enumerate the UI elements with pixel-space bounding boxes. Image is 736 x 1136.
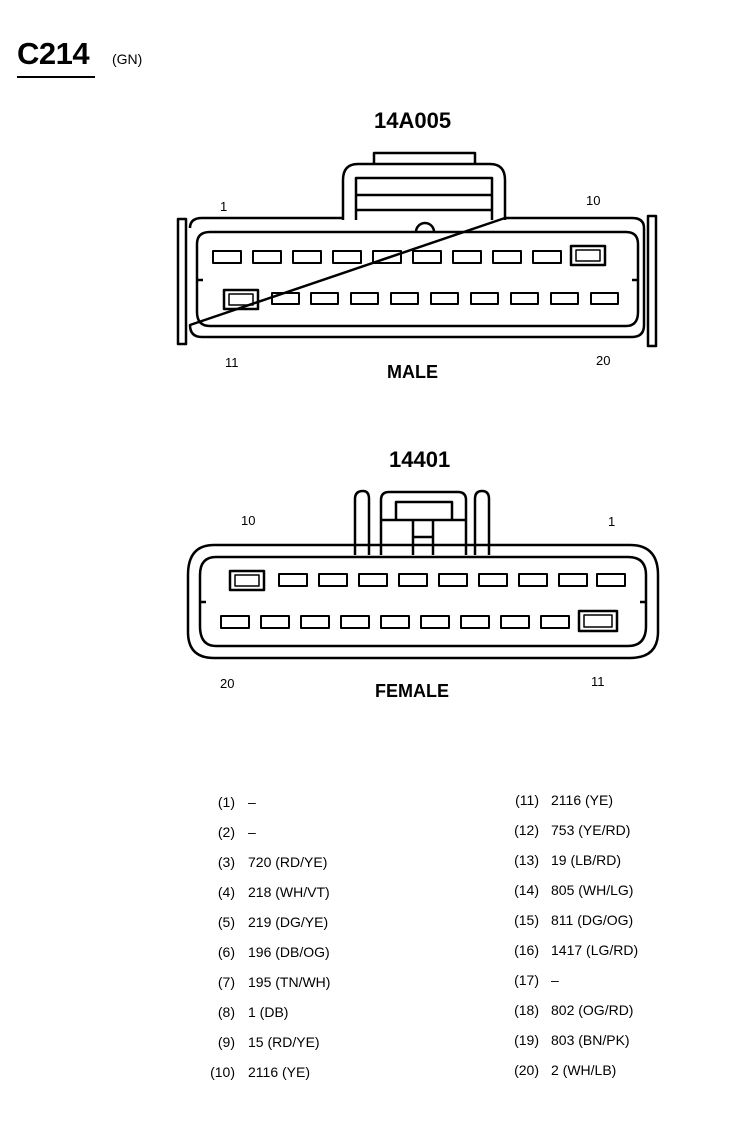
male-pin-top-right: 10: [586, 193, 601, 208]
female-pin-bottom-right: 11: [591, 674, 605, 689]
female-pin-top-right: 1: [608, 514, 616, 529]
circuit-value: 2116 (YE): [248, 1064, 310, 1080]
male-pin-top-left: 1: [220, 199, 228, 214]
circuit-value: 805 (WH/LG): [551, 882, 634, 898]
pin-number: (1): [217, 794, 235, 810]
pin-number: (20): [514, 1062, 539, 1078]
connector-color: (GN): [112, 51, 143, 67]
circuit-value: 19 (LB/RD): [551, 852, 622, 868]
female-part-number: 14401: [389, 447, 451, 472]
male-pin-bottom-left: 11: [225, 355, 239, 370]
pin-number: (17): [514, 972, 539, 988]
male-part-number: 14A005: [374, 108, 452, 133]
male-cavities: [212, 244, 619, 311]
circuit-value: –: [551, 972, 559, 988]
pin-number: (11): [515, 792, 539, 808]
circuit-value: 2 (WH/LB): [551, 1062, 617, 1078]
pin-number: (10): [210, 1064, 235, 1080]
circuit-value: 803 (BN/PK): [551, 1032, 630, 1048]
female-label: FEMALE: [375, 681, 449, 701]
pin-number: (6): [217, 944, 235, 960]
pin-number: (14): [514, 882, 539, 898]
pin-number: (18): [514, 1002, 539, 1018]
circuit-value: 2116 (YE): [551, 792, 613, 808]
pin-number: (15): [514, 912, 539, 928]
male-pin-bottom-right: 20: [596, 353, 611, 368]
pin-number: (2): [217, 824, 235, 840]
female-cavities: [220, 569, 626, 633]
connector-id: C214: [17, 36, 90, 71]
female-pin-top-left: 10: [241, 513, 256, 528]
circuit-value: 1 (DB): [248, 1004, 289, 1020]
circuit-value: 218 (WH/VT): [248, 884, 330, 900]
pin-number: (9): [217, 1034, 235, 1050]
pin-number: (13): [514, 852, 539, 868]
male-connector-outline: [176, 151, 658, 348]
pin-number: (16): [514, 942, 539, 958]
circuit-value: 195 (TN/WH): [248, 974, 331, 990]
circuit-value: 811 (DG/OG): [551, 912, 634, 928]
female-pin-bottom-left: 20: [220, 676, 235, 691]
circuit-value: –: [248, 824, 256, 840]
connector-diagram: [176, 151, 660, 660]
title-underline: [17, 76, 95, 78]
circuit-value: –: [248, 794, 256, 810]
pin-number: (5): [217, 914, 235, 930]
circuit-value: 1417 (LG/RD): [551, 942, 639, 958]
pin-number: (4): [217, 884, 235, 900]
pin-number: (19): [514, 1032, 539, 1048]
pin-number: (8): [217, 1004, 235, 1020]
pin-number: (7): [217, 974, 235, 990]
pin-number: (12): [514, 822, 539, 838]
circuit-value: 15 (RD/YE): [248, 1034, 320, 1050]
female-connector-outline: [186, 489, 660, 660]
circuit-value: 753 (YE/RD): [551, 822, 631, 838]
circuit-value: 720 (RD/YE): [248, 854, 328, 870]
circuit-value: 196 (DB/OG): [248, 944, 330, 960]
pin-number: (3): [217, 854, 235, 870]
circuit-value: 219 (DG/YE): [248, 914, 329, 930]
male-label: MALE: [387, 362, 438, 382]
circuit-value: 802 (OG/RD): [551, 1002, 634, 1018]
